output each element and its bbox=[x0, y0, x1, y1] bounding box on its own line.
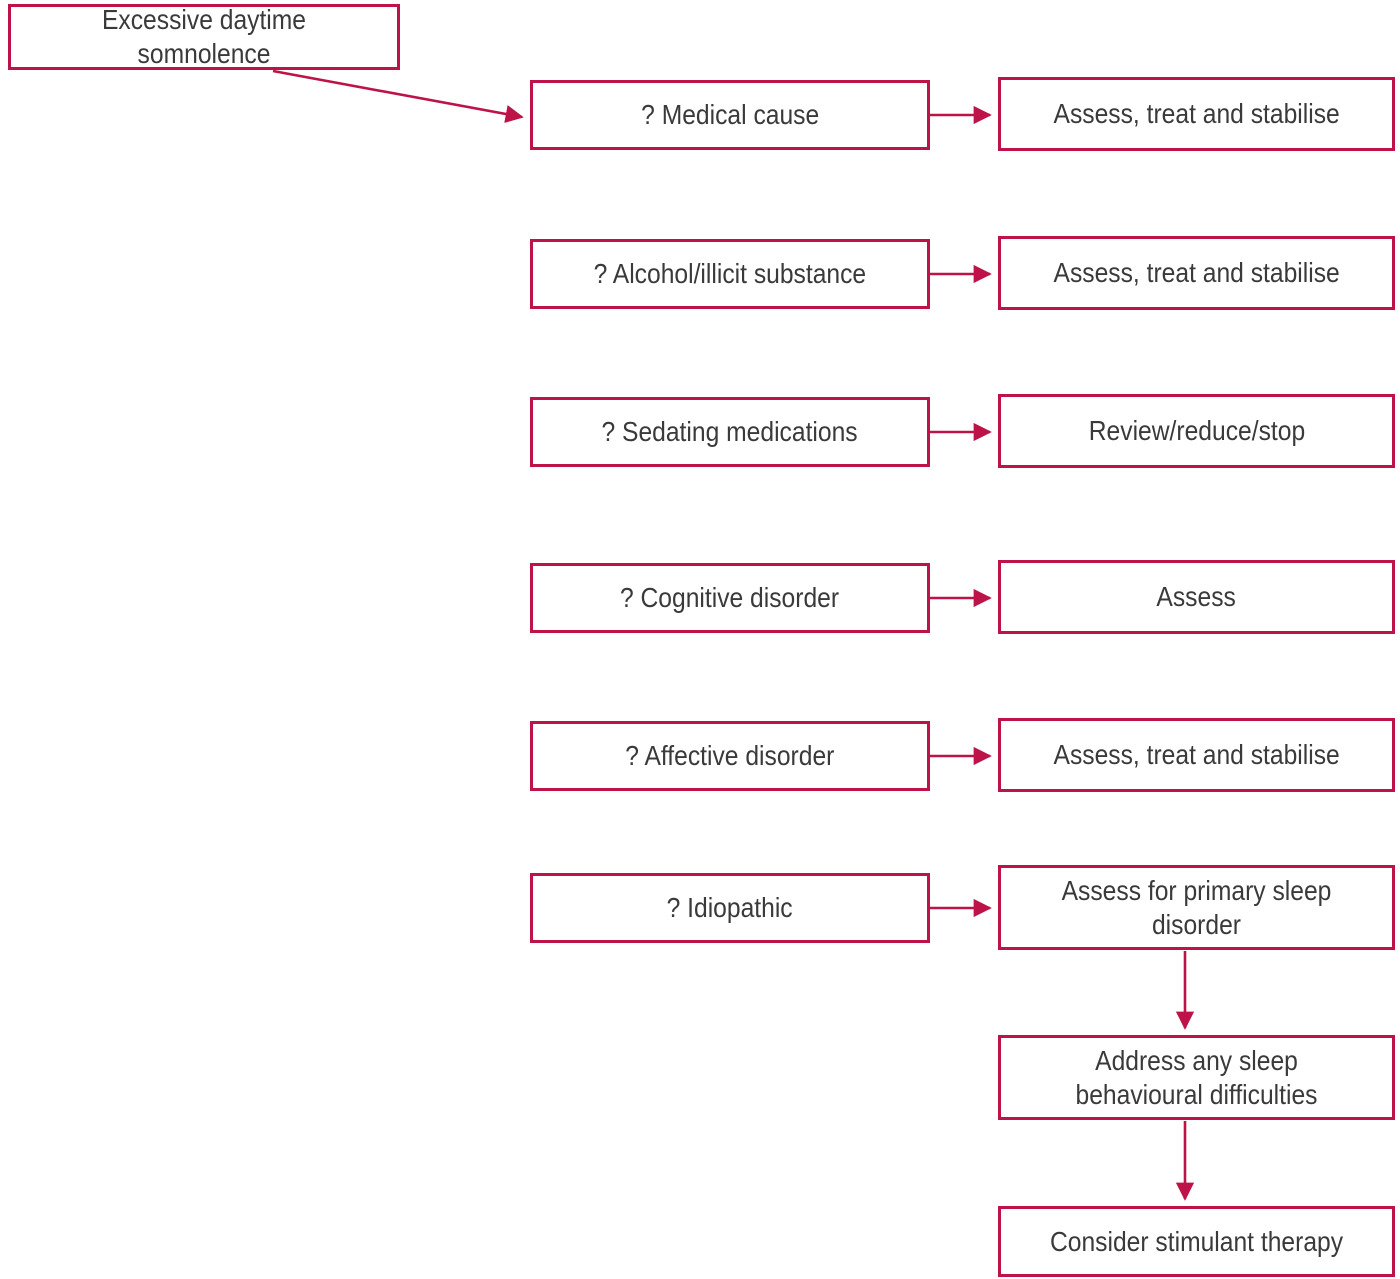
node-label: ? Alcohol/illicit substance bbox=[593, 258, 867, 289]
node-affective-disorder: ? Affective disorder bbox=[530, 721, 930, 791]
node-label: Review/reduce/stop bbox=[1088, 415, 1305, 446]
node-assess-treat-stabilise-1: Assess, treat and stabilise bbox=[998, 77, 1395, 151]
node-label: Address any sleep behavioural difficulti… bbox=[1075, 1044, 1318, 1110]
node-label: Assess bbox=[1156, 581, 1237, 612]
node-label: Assess for primary sleep disorder bbox=[1061, 874, 1332, 940]
node-assess-treat-stabilise-2: Assess, treat and stabilise bbox=[998, 236, 1395, 310]
node-idiopathic: ? Idiopathic bbox=[530, 873, 930, 943]
node-alcohol-illicit-substance: ? Alcohol/illicit substance bbox=[530, 239, 930, 309]
node-cognitive-disorder: ? Cognitive disorder bbox=[530, 563, 930, 633]
node-label: ? Idiopathic bbox=[666, 892, 794, 923]
node-consider-stimulant-therapy: Consider stimulant therapy bbox=[998, 1206, 1395, 1277]
node-label: Excessive daytime somnolence bbox=[101, 4, 307, 69]
node-review-reduce-stop: Review/reduce/stop bbox=[998, 394, 1395, 468]
node-assess-primary-sleep-disorder: Assess for primary sleep disorder bbox=[998, 865, 1395, 950]
node-medical-cause: ? Medical cause bbox=[530, 80, 930, 150]
node-label: Assess, treat and stabilise bbox=[1053, 98, 1340, 129]
node-label: Assess, treat and stabilise bbox=[1053, 739, 1340, 770]
node-label: Consider stimulant therapy bbox=[1049, 1225, 1344, 1257]
node-label: ? Sedating medications bbox=[601, 416, 859, 447]
node-address-sleep-behavioural-difficulties: Address any sleep behavioural difficulti… bbox=[998, 1035, 1395, 1120]
node-label: ? Cognitive disorder bbox=[620, 582, 840, 613]
node-assess-treat-stabilise-3: Assess, treat and stabilise bbox=[998, 718, 1395, 792]
node-label: ? Affective disorder bbox=[625, 740, 835, 771]
node-excessive-daytime-somnolence: Excessive daytime somnolence bbox=[8, 4, 400, 70]
node-label: ? Medical cause bbox=[640, 99, 820, 130]
node-assess: Assess bbox=[998, 560, 1395, 634]
node-sedating-medications: ? Sedating medications bbox=[530, 397, 930, 467]
arrow-root-to-medical-cause bbox=[272, 69, 524, 123]
node-label: Assess, treat and stabilise bbox=[1053, 257, 1340, 288]
